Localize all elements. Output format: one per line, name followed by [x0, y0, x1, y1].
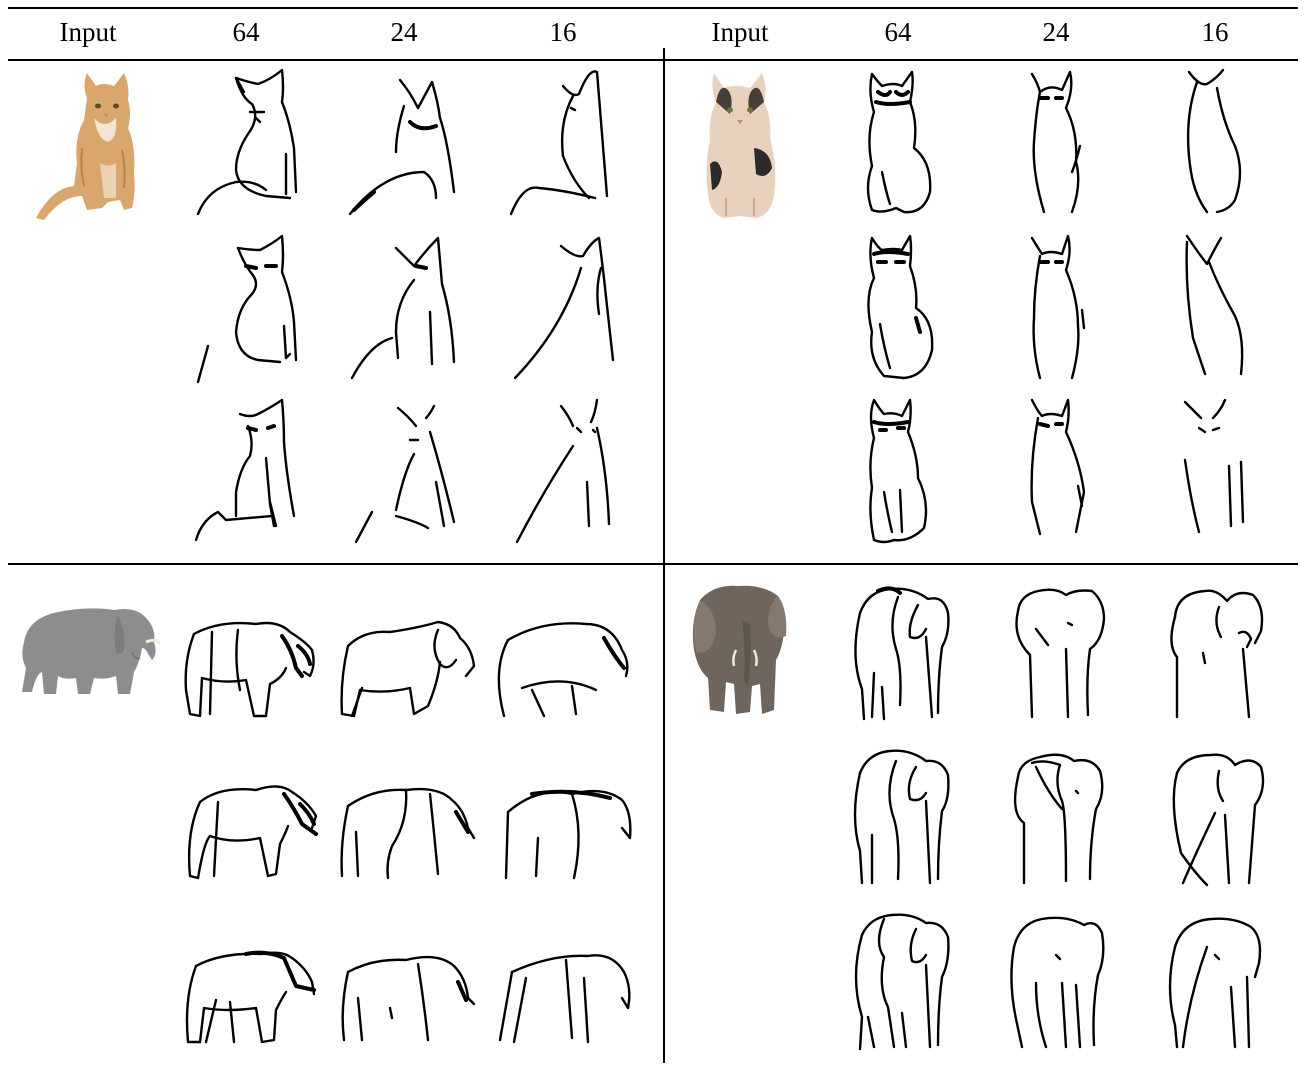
sketch-cat-calico-16-r3 — [1155, 392, 1305, 552]
header-64-right: 64 — [884, 17, 912, 47]
sketch-cat-orange-24-r1 — [344, 62, 494, 222]
sketch-elephant-front-24-r2 — [996, 738, 1146, 898]
sketch-cat-orange-24-r2 — [344, 228, 494, 388]
header-16-right: 16 — [1201, 17, 1229, 47]
sketch-elephant-front-64-r2 — [838, 738, 988, 898]
sketch-cat-calico-16-r1 — [1155, 62, 1305, 222]
sketch-elephant-side-16-r2 — [492, 752, 642, 912]
sketch-elephant-side-16-r3 — [492, 918, 642, 1078]
sketch-elephant-side-16-r1 — [492, 590, 642, 750]
header-input-left: Input — [59, 17, 117, 47]
sketch-elephant-front-16-r1 — [1155, 572, 1305, 732]
sketch-elephant-front-64-r3 — [838, 902, 988, 1062]
sketch-cat-calico-64-r1 — [838, 62, 988, 222]
header-16-left: 16 — [549, 17, 577, 47]
sketch-cat-orange-64-r3 — [186, 392, 336, 552]
sketch-elephant-front-24-r3 — [996, 902, 1146, 1062]
header-24-right: 24 — [1042, 17, 1070, 47]
sketch-elephant-front-24-r1 — [996, 572, 1146, 732]
sketch-cat-orange-16-r2 — [503, 228, 653, 388]
sketch-elephant-side-24-r3 — [334, 918, 484, 1078]
header-24-left: 24 — [390, 17, 418, 47]
header-64-left: 64 — [232, 17, 260, 47]
sketch-elephant-side-64-r3 — [176, 918, 326, 1078]
input-photo-gray-elephant — [18, 602, 160, 698]
sketch-cat-orange-64-r1 — [186, 62, 336, 222]
sketch-cat-orange-24-r3 — [344, 392, 494, 552]
sketch-elephant-side-64-r2 — [176, 752, 326, 912]
sketch-cat-orange-64-r2 — [186, 228, 336, 388]
sketch-elephant-side-64-r1 — [176, 590, 326, 750]
sketch-cat-orange-16-r1 — [503, 62, 653, 222]
sketch-elephant-front-16-r2 — [1155, 738, 1305, 898]
sketch-cat-calico-16-r2 — [1155, 228, 1305, 388]
center-vertical-rule — [663, 48, 665, 1063]
sketch-cat-calico-24-r3 — [996, 392, 1146, 552]
sketch-cat-calico-24-r1 — [996, 62, 1146, 222]
input-photo-calico-cat — [700, 68, 780, 223]
input-photo-orange-cat — [32, 68, 147, 223]
sketch-elephant-side-24-r2 — [334, 752, 484, 912]
sketch-cat-orange-16-r3 — [503, 392, 653, 552]
sketch-elephant-side-24-r1 — [334, 590, 484, 750]
middle-rule — [8, 563, 1298, 565]
header-input-right: Input — [711, 17, 769, 47]
sketch-cat-calico-64-r2 — [838, 228, 988, 388]
sketch-cat-calico-64-r3 — [838, 392, 988, 552]
sketch-elephant-front-64-r1 — [838, 572, 988, 732]
top-rule — [8, 7, 1298, 9]
input-photo-brown-elephant — [690, 580, 790, 720]
sketch-cat-calico-24-r2 — [996, 228, 1146, 388]
sketch-elephant-front-16-r3 — [1155, 902, 1305, 1062]
header-rule — [8, 59, 1298, 61]
